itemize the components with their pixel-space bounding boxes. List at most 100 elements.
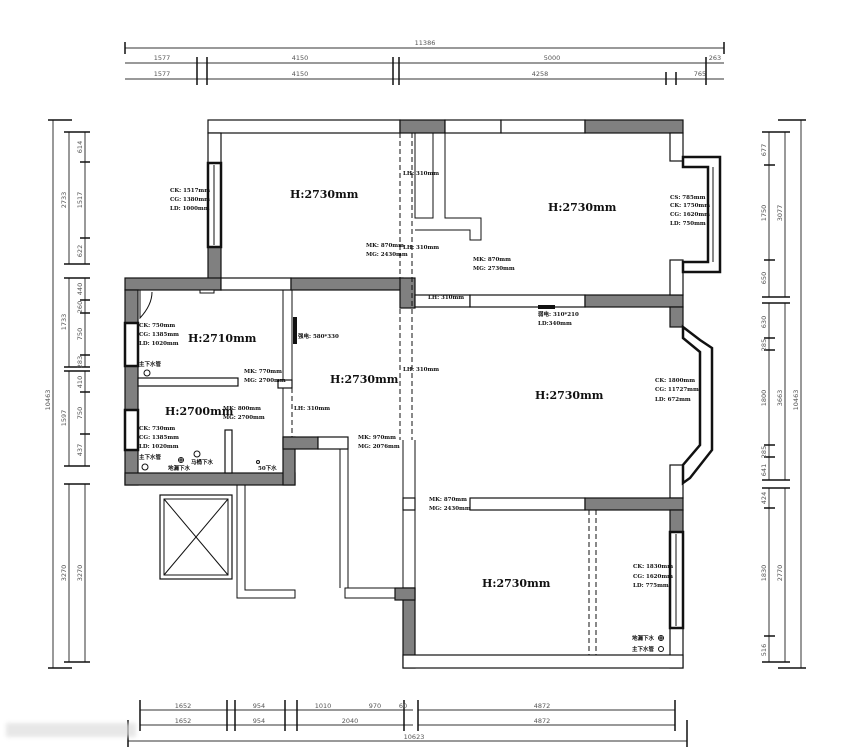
drain-pipe-icon <box>658 646 664 652</box>
window-note: LD: 672mm <box>655 397 691 403</box>
door-swing <box>139 290 153 320</box>
dim-right-inner: 1750 <box>760 205 768 222</box>
window-note: LD: 750mm <box>670 221 706 227</box>
window-note: CK: 1830mm <box>633 564 673 570</box>
window-note: CK: 1800mm <box>655 378 695 384</box>
window-note: CG: 1620mm <box>633 574 673 580</box>
room-height: H:2730mm <box>535 389 604 402</box>
dim-right-inner: 650 <box>760 272 768 284</box>
door-note: MG: 2076mm <box>358 444 400 450</box>
beam-note: LH: 310mm <box>428 295 464 301</box>
dim-bottom-r1: 970 <box>369 702 381 710</box>
dim-left-mid: 1597 <box>60 410 68 427</box>
bottom-dimensions: 1652 954 1010 970 60 4872 1652 954 2040 … <box>127 700 688 747</box>
dim-top-total: 11386 <box>415 39 436 47</box>
door-note: MK: 870mm <box>366 243 404 249</box>
right-dimensions: 677 1750 650 630 285 1800 285 641 424 18… <box>760 119 806 669</box>
window-note: CK: 1517mm <box>170 188 210 194</box>
room-labels: H:2730mm H:2730mm H:2710mm H:2730mm H:27… <box>165 188 617 590</box>
small-drain-icon <box>256 460 260 464</box>
floor-drain-label: 地漏下水 <box>632 634 655 642</box>
utility-notes: 强电: 580*330 弱电: 310*210 LD:340mm 主下水管 主下… <box>139 310 655 653</box>
main-drain-label: 主下水管 <box>632 645 655 653</box>
dim-right-inner: 677 <box>760 144 768 156</box>
door-note: MK: 970mm <box>358 435 396 441</box>
dim-bottom-r1: 60 <box>399 702 407 710</box>
dim-top-r2: 4258 <box>532 70 549 78</box>
beam-lines <box>282 133 597 655</box>
threshold <box>199 289 215 294</box>
dim-bottom-r1: 1652 <box>175 702 192 710</box>
window-note: CG: 1620mm <box>670 212 710 218</box>
window-bath-2 <box>123 408 140 452</box>
dim-left-inner: 283 <box>76 356 84 368</box>
dim-right-mid: 3663 <box>776 390 784 407</box>
window-note: CS: 785mm <box>670 195 706 201</box>
dim-bottom-r2: 954 <box>253 717 265 725</box>
door-note: MG: 2700mm <box>223 415 265 421</box>
dim-bottom-r2: 2040 <box>342 717 359 725</box>
watermark <box>6 723 136 737</box>
toilet-drain-label: 马桶下水 <box>191 458 214 466</box>
door-note: MK: 870mm <box>473 257 511 263</box>
window-note: CK: 730mm <box>139 426 175 432</box>
weak-box-label: 弱电: 310*210 <box>538 310 579 318</box>
dim-right-mid: 2770 <box>776 565 784 582</box>
dim-bottom-total: 10623 <box>404 733 425 741</box>
room-height: H:2730mm <box>482 577 551 590</box>
door-notes: MK: 870mm MG: 2430mm MK: 870mm MG: 2730m… <box>223 243 515 512</box>
window-bay-2 <box>681 324 714 486</box>
main-drain-label: 主下水管 <box>139 453 162 461</box>
dim-left-inner: 622 <box>76 245 84 257</box>
shaft <box>159 494 233 580</box>
dim-left-inner: 1517 <box>76 192 84 209</box>
dim-bottom-r1: 954 <box>253 702 265 710</box>
dim-left-inner: 260 <box>76 301 84 313</box>
dim-left-inner: 440 <box>76 283 84 295</box>
floor-drain-label: 地漏下水 <box>168 464 191 472</box>
windows <box>123 155 722 630</box>
dim-right-inner: 1800 <box>760 390 768 407</box>
dim-right-inner: 285 <box>760 446 768 458</box>
drain-pipe-icon <box>143 369 151 377</box>
dim-bottom-r1: 4872 <box>534 702 551 710</box>
room-height: H:2700mm <box>165 405 234 418</box>
dim-right-total: 10463 <box>792 390 800 411</box>
dim-left-total: 10463 <box>44 390 52 411</box>
door-note: MK: 800mm <box>223 406 261 412</box>
dim-top-r1: 263 <box>709 54 721 62</box>
beam-note: LH: 310mm <box>294 406 330 412</box>
dim-bottom-r2: 1652 <box>175 717 192 725</box>
window-bath-1 <box>123 321 140 368</box>
dim-left-inner: 750 <box>76 407 84 419</box>
walls <box>124 119 684 669</box>
dim-left-inner: 437 <box>76 444 84 456</box>
window-bay-1 <box>681 155 722 274</box>
dim-right-inner: 1830 <box>760 565 768 582</box>
dim-right-inner: 424 <box>760 492 768 504</box>
weak-box-ld: LD:340mm <box>538 321 572 327</box>
room-height: H:2710mm <box>188 332 257 345</box>
dim-right-inner: 285 <box>760 339 768 351</box>
window-note: CG: 11727mm <box>655 387 699 393</box>
dim-top-r2: 4150 <box>292 70 309 78</box>
electric-box-icon <box>293 317 297 344</box>
electric-box-label: 强电: 580*330 <box>298 332 339 340</box>
beam-note: LH: 310mm <box>403 171 439 177</box>
dim-top-r1: 5000 <box>544 54 561 62</box>
weak-current-box-icon <box>538 305 555 309</box>
dim-left-inner: 750 <box>76 328 84 340</box>
dim-right-inner: 641 <box>760 464 768 476</box>
dim-right-inner: 630 <box>760 316 768 328</box>
window-note: LD: 1020mm <box>139 444 179 450</box>
window-note: CG: 1385mm <box>139 332 179 338</box>
door-note: MG: 2430mm <box>366 252 408 258</box>
dim-top-r2: 765 <box>694 70 706 78</box>
beam-notes: LH: 310mm LH: 310mm LH: 310mm LH: 310mm … <box>294 171 464 412</box>
dim-left-mid: 3270 <box>60 565 68 582</box>
left-dimensions: 10463 2733 1733 1597 3270 614 1517 622 4… <box>44 119 90 669</box>
window-note: CG: 1380mm <box>170 197 210 203</box>
dim-left-inner: 3270 <box>76 565 84 582</box>
room-height: H:2730mm <box>330 373 399 386</box>
